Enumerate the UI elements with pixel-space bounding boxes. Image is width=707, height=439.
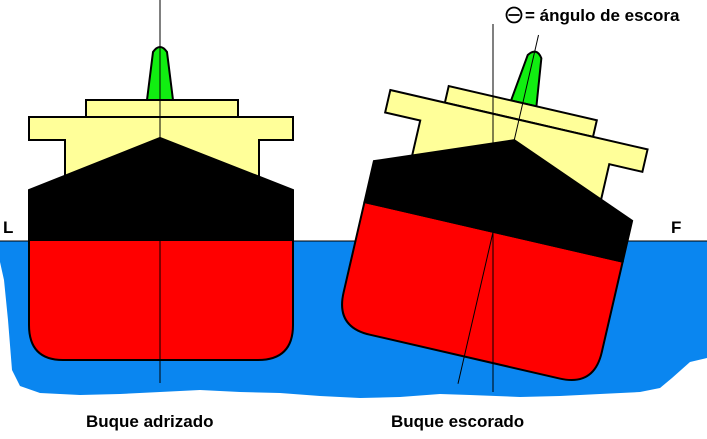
waterline-label-right: F [671, 218, 681, 237]
caption-heeled-ship: Buque escorado [391, 412, 524, 431]
heeled-ship-centerline [457, 34, 540, 384]
heeled-funnel [509, 50, 543, 108]
theta-icon [505, 6, 523, 24]
heeled-hull-above-water [363, 139, 634, 263]
upright-bridge-top [85, 99, 239, 118]
heeled-ship [341, 24, 649, 392]
waterline-label-left: L [3, 218, 13, 237]
upright-hull-below-water [28, 241, 294, 361]
heel-angle-legend: = ángulo de escora [505, 6, 680, 25]
caption-upright-ship: Buque adrizado [86, 412, 214, 431]
upright-ship [28, 0, 294, 383]
upright-hull-above-water [28, 136, 294, 241]
heel-legend-text: = ángulo de escora [525, 6, 680, 25]
